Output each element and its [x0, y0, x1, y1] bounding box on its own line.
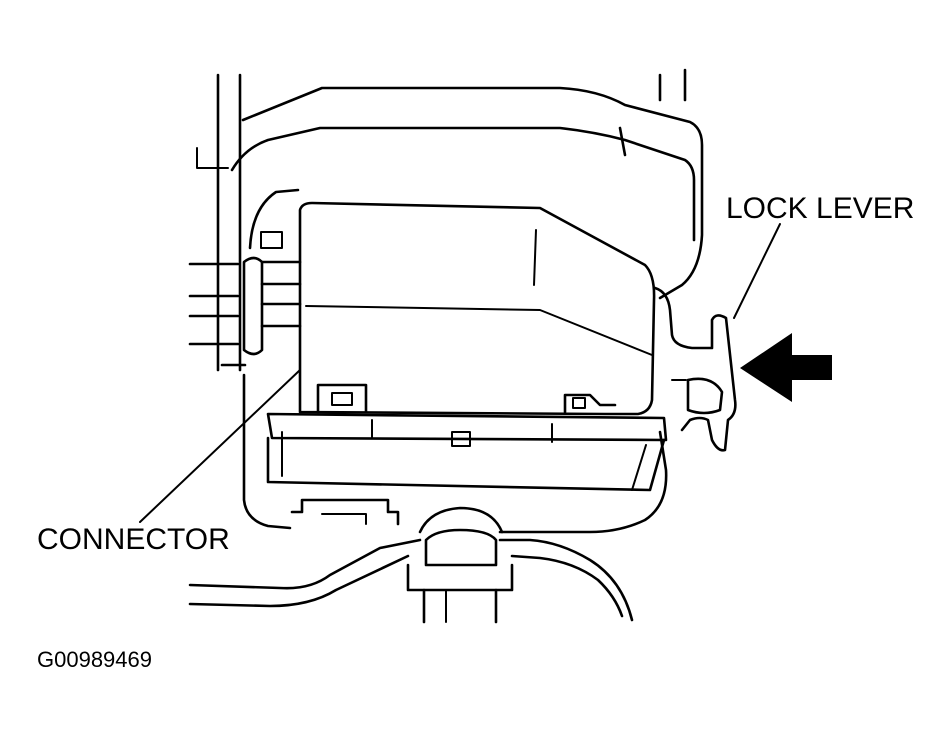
mounting-stud	[290, 498, 514, 624]
connector-label: CONNECTOR	[37, 523, 230, 556]
lock-lever-label: LOCK LEVER	[726, 192, 914, 225]
connector-body	[298, 201, 656, 416]
bottom-bracket	[188, 538, 634, 622]
housing-cover	[196, 86, 704, 300]
lock-lever	[653, 286, 737, 452]
wire-harness	[188, 256, 302, 356]
base-plate	[242, 373, 668, 534]
figure-code: G00989469	[37, 647, 152, 672]
frame-bracket	[216, 68, 687, 372]
connector-leader	[139, 369, 301, 523]
lock-lever-leader	[733, 223, 781, 319]
arrow-left-icon	[740, 333, 832, 402]
